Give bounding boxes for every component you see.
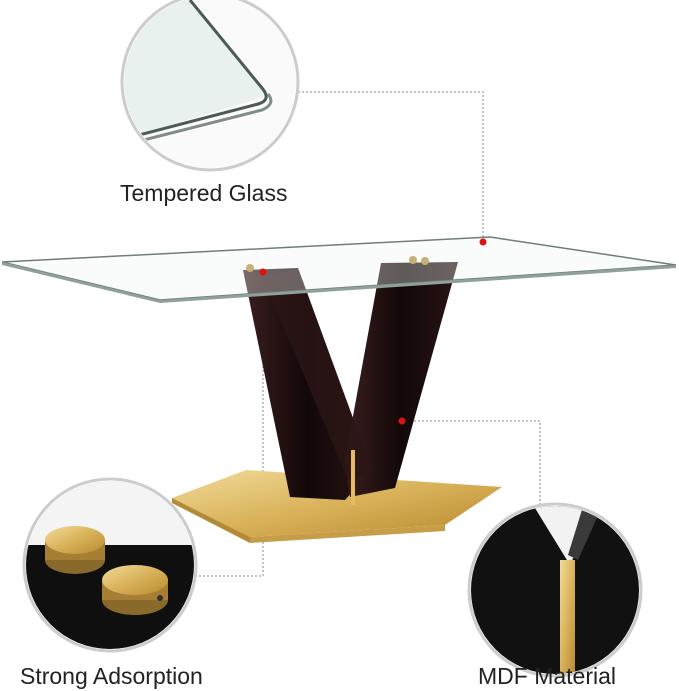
leader-lines xyxy=(196,91,541,577)
callout-label-tempered-glass: Tempered Glass xyxy=(120,180,288,206)
marker-mdf xyxy=(398,417,406,425)
callout-mdf-image xyxy=(467,502,643,678)
callout-adsorption-image xyxy=(22,477,198,653)
callout-label-strong-adsorption: Strong Adsorption xyxy=(20,663,203,689)
callout-label-mdf-material: MDF Material xyxy=(478,663,617,689)
glass-tabletop xyxy=(1,236,677,303)
v-legs xyxy=(243,256,458,505)
marker-glass xyxy=(479,238,487,246)
gold-base xyxy=(172,470,502,543)
callout-glass-image xyxy=(120,0,300,172)
marker-adsorption xyxy=(259,268,267,276)
